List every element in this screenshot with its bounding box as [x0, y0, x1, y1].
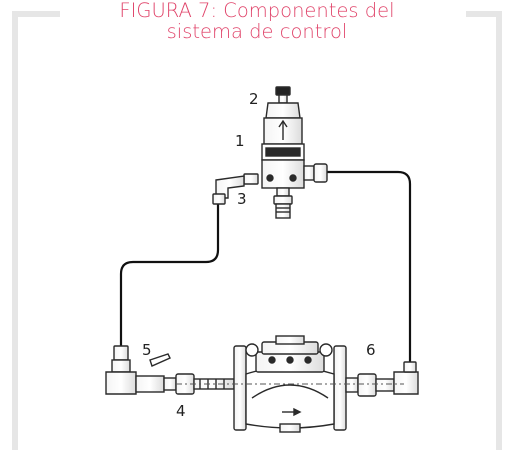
callout-3: 3 — [237, 190, 247, 208]
callout-1: 1 — [235, 132, 245, 150]
figure-caption: FIGURA 7: Componentes del sistema de con… — [60, 0, 454, 42]
frame-top-right — [466, 11, 502, 17]
tubing-left — [119, 202, 220, 346]
fitting-6 — [345, 361, 419, 397]
pressure-regulator — [261, 86, 328, 219]
fitting-5 — [105, 345, 195, 395]
callout-2: 2 — [249, 90, 259, 108]
elbow-fitting-3 — [212, 173, 259, 205]
frame-left — [12, 11, 18, 450]
main-valve — [233, 335, 347, 433]
callout-6: 6 — [366, 341, 376, 359]
callout-4: 4 — [176, 402, 186, 420]
caption-line-2: sistema de control — [166, 20, 348, 43]
callout-5: 5 — [142, 341, 152, 359]
frame-right — [496, 11, 502, 450]
frame-top-left — [12, 11, 60, 17]
tubing-right — [327, 170, 412, 370]
caption-line-1: FIGURA 7: Componentes del — [119, 0, 395, 22]
